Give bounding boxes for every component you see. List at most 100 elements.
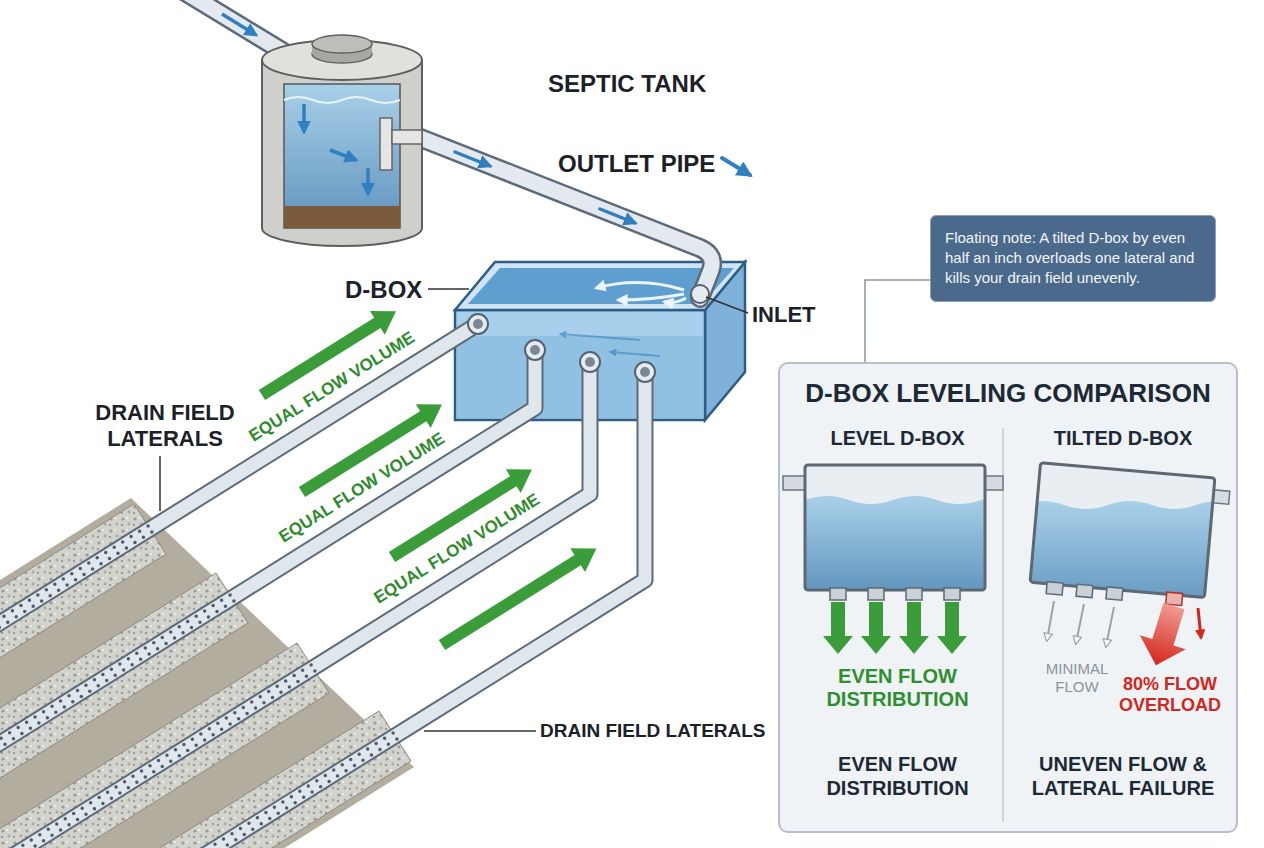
distribution-box-part <box>457 336 703 418</box>
part-label: OUTLET PIPE <box>558 150 715 178</box>
level-dbox-figure-part-part <box>861 602 891 654</box>
comparison-panel-art <box>778 362 1238 833</box>
tilted-dbox-figure-part <box>1046 582 1183 606</box>
part-label: INLET <box>752 302 816 327</box>
tilted-dbox-figure-part <box>1198 608 1201 638</box>
box-outlets <box>468 314 655 382</box>
tilted-dbox-figure-part <box>1047 601 1114 646</box>
part-label: D-BOX <box>345 276 422 304</box>
box-outlets-part <box>525 340 545 360</box>
result-caption: UNEVEN FLOW & LATERAL FAILURE <box>1018 752 1228 800</box>
result-caption: EVEN FLOW DISTRIBUTION <box>795 752 1000 800</box>
septic-tank-part <box>222 14 256 35</box>
comparison-panel-art-part <box>778 362 1238 833</box>
box-outlets-part <box>585 357 595 367</box>
distribution-box-part <box>468 268 734 304</box>
part-label: SEPTIC TANK <box>548 70 706 98</box>
level-dbox-figure-part <box>868 588 884 600</box>
lateral-pipes-part-part <box>0 595 230 807</box>
septic-tank <box>185 0 422 246</box>
level-dbox-figure-part-part <box>937 602 967 654</box>
leader-lines-part <box>424 730 536 732</box>
part-label: DRAIN FIELD LATERALS <box>540 720 766 742</box>
lateral-pipes-part-part <box>58 739 397 848</box>
box-outlets-part <box>530 345 540 355</box>
lateral-pipes-part-part <box>0 532 152 744</box>
drain-field-ground <box>0 498 414 848</box>
septic-tank-part <box>380 118 392 170</box>
level-dbox-figure-part <box>830 588 846 600</box>
septic-tank-part <box>312 35 372 53</box>
panel-title: D-BOX LEVELING COMPARISON <box>780 378 1236 408</box>
level-dbox-figure-part <box>944 588 960 600</box>
level-dbox-figure-part <box>823 602 967 654</box>
leader-lines <box>160 289 748 731</box>
level-dbox-figure-part-part <box>805 496 985 590</box>
tilted-dbox-figure-part <box>1030 463 1215 598</box>
lateral-pipes-part-part <box>54 733 393 848</box>
part-label: DRAIN FIELD LATERALS <box>80 400 250 452</box>
tilted-dbox-figure <box>1020 463 1240 673</box>
box-outlets-part <box>635 362 655 382</box>
tilted-dbox-figure-part-part <box>1166 592 1183 605</box>
flow-label: EQUAL FLOW VOLUME <box>371 490 544 608</box>
box-outlets-part <box>468 314 488 334</box>
septic-tank-part <box>330 150 356 160</box>
septic-tank-part <box>366 168 370 194</box>
lateral-pipes-part <box>0 526 397 848</box>
septic-tank-part <box>284 97 400 103</box>
level-dbox-figure-part <box>805 465 985 590</box>
leader-lines-part <box>428 288 469 290</box>
flow-caption: EVEN FLOW DISTRIBUTION <box>795 665 1000 711</box>
septic-tank-part <box>284 206 400 228</box>
distribution-box-part <box>455 310 705 420</box>
level-dbox-figure <box>783 465 1025 654</box>
outlet-pipe-part <box>722 158 750 175</box>
leader-lines-part <box>159 456 161 511</box>
distribution-box-part <box>664 298 686 303</box>
distribution-box-part <box>560 334 640 340</box>
tilted-dbox-figure-part-part <box>1076 584 1093 597</box>
distribution-box-part <box>618 294 684 300</box>
note-text: Floating note: A tilted D-box by even ha… <box>945 228 1203 288</box>
column-heading: LEVEL D-BOX <box>790 426 1005 450</box>
level-dbox-figure-part-part <box>899 602 929 654</box>
level-dbox-figure-part <box>783 476 807 490</box>
lateral-pipes-part-part <box>0 601 234 813</box>
comparison-column: LEVEL D-BOX EVEN FLOW DISTRIBUTION EVEN FL… <box>790 424 1005 824</box>
box-outlets-part <box>640 367 650 377</box>
note-connector <box>865 280 930 362</box>
lateral-pipes-part <box>0 324 478 741</box>
leader-lines-part <box>706 297 748 313</box>
septic-tank-part <box>302 104 306 132</box>
drain-field-ground-part <box>0 498 414 848</box>
tilted-dbox-figure-part-part <box>1047 601 1054 640</box>
column-heading: TILTED D-BOX <box>1013 426 1233 450</box>
comparison-column: TILTED D-BOX MINIMAL FLOW80% FLOW OVERLOA… <box>1013 424 1233 824</box>
flow-label: EQUAL FLOW VOLUME <box>276 429 449 547</box>
level-dbox-figure-part <box>805 496 985 590</box>
tilted-dbox-figure-part-part <box>1133 599 1197 672</box>
septic-tank-part <box>284 84 400 228</box>
tilted-dbox-figure-part-part <box>1106 607 1114 646</box>
tilted-dbox-figure-part-part <box>1106 587 1123 600</box>
tilted-dbox-figure-part <box>1133 599 1197 672</box>
outlet-pipe <box>418 137 750 303</box>
lateral-pipes-part-part <box>0 665 311 848</box>
level-dbox-figure-part <box>906 588 922 600</box>
tilted-dbox-figure-part-part <box>1076 604 1084 643</box>
note-box: Floating note: A tilted D-box by even ha… <box>930 215 1216 302</box>
tilted-dbox-figure-part-part <box>1046 582 1063 595</box>
distribution-box-part <box>610 352 660 356</box>
overload-caption: 80% FLOW OVERLOAD <box>1111 674 1229 716</box>
septic-tank-part <box>392 130 422 144</box>
level-dbox-figure-part-part <box>823 602 853 654</box>
distribution-box-part <box>596 282 684 290</box>
distribution-box <box>455 262 745 420</box>
box-outlets-part <box>580 352 600 372</box>
septic-tank-part <box>262 60 422 246</box>
box-outlets-part <box>473 319 483 329</box>
flow-caption: MINIMAL FLOW <box>1041 660 1113 696</box>
